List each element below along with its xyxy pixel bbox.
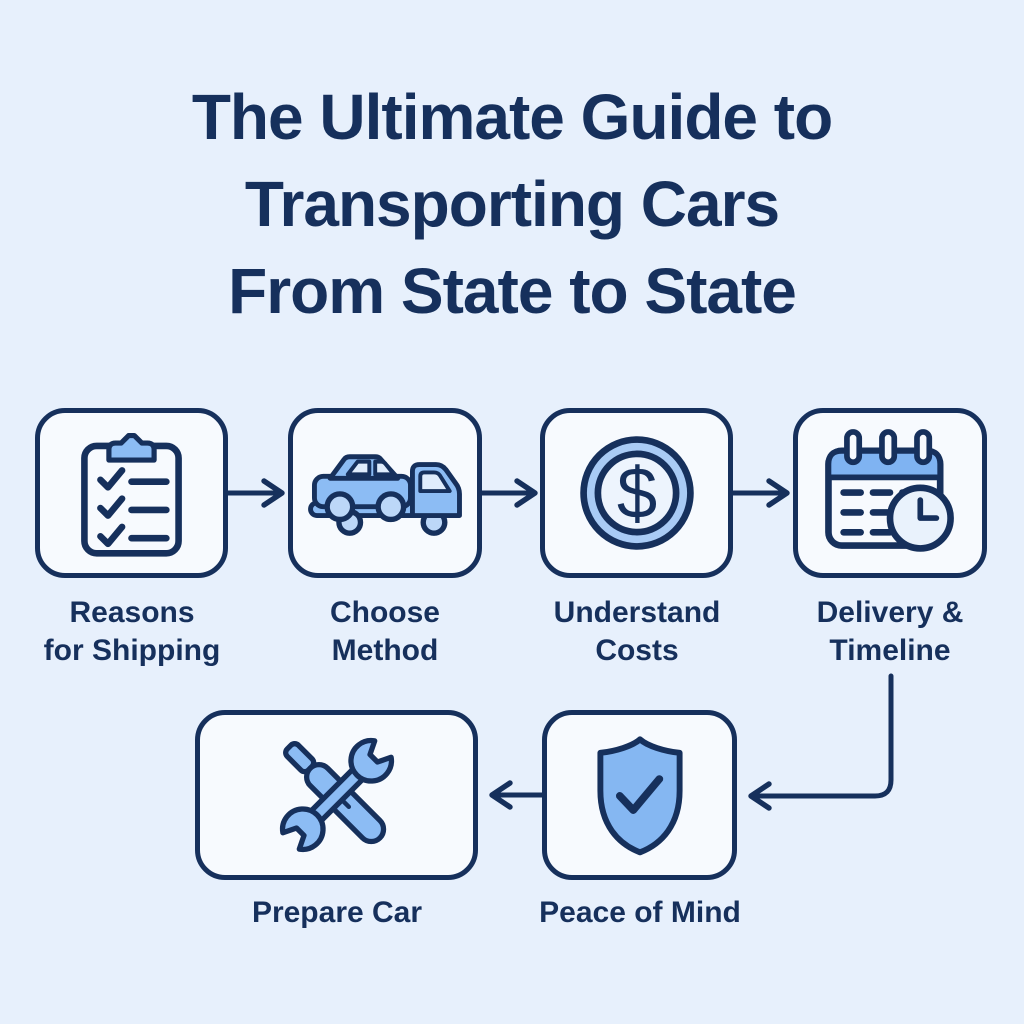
step-label-prepare-car: Prepare Car <box>251 896 423 929</box>
calendar-clock-icon <box>825 429 954 552</box>
dollar-coin-icon: $ <box>579 436 694 550</box>
car-carrier-truck-icon <box>308 454 462 536</box>
shield-check-icon <box>596 736 683 856</box>
step-label-reasons-for-shipping: Reasons for Shipping <box>43 596 221 667</box>
step-label-peace-of-mind: Peace of Mind <box>539 896 741 929</box>
step-card-understand-costs: $ <box>540 408 733 578</box>
checklist-clipboard-icon <box>81 432 182 557</box>
step-label-delivery-timeline: Delivery & Timeline <box>816 596 964 667</box>
title-line-2: Transporting Cars <box>244 168 780 240</box>
step-card-reasons-for-shipping <box>35 408 228 578</box>
step-card-delivery-timeline <box>793 408 987 578</box>
crossed-tools-icon <box>279 737 394 853</box>
arrow-delivery-to-peace <box>748 673 894 811</box>
step-card-peace-of-mind <box>542 710 737 880</box>
title-line-1: The Ultimate Guide to <box>191 81 833 153</box>
title-line-3: From State to State <box>228 255 797 327</box>
infographic-title: The Ultimate Guide to Transporting Cars … <box>0 74 1024 335</box>
dollar-symbol: $ <box>616 453 656 534</box>
step-card-prepare-car <box>195 710 478 880</box>
step-card-choose-method <box>288 408 482 578</box>
step-label-choose-method: Choose Method <box>329 596 440 667</box>
step-label-understand-costs: Understand Costs <box>553 596 721 667</box>
